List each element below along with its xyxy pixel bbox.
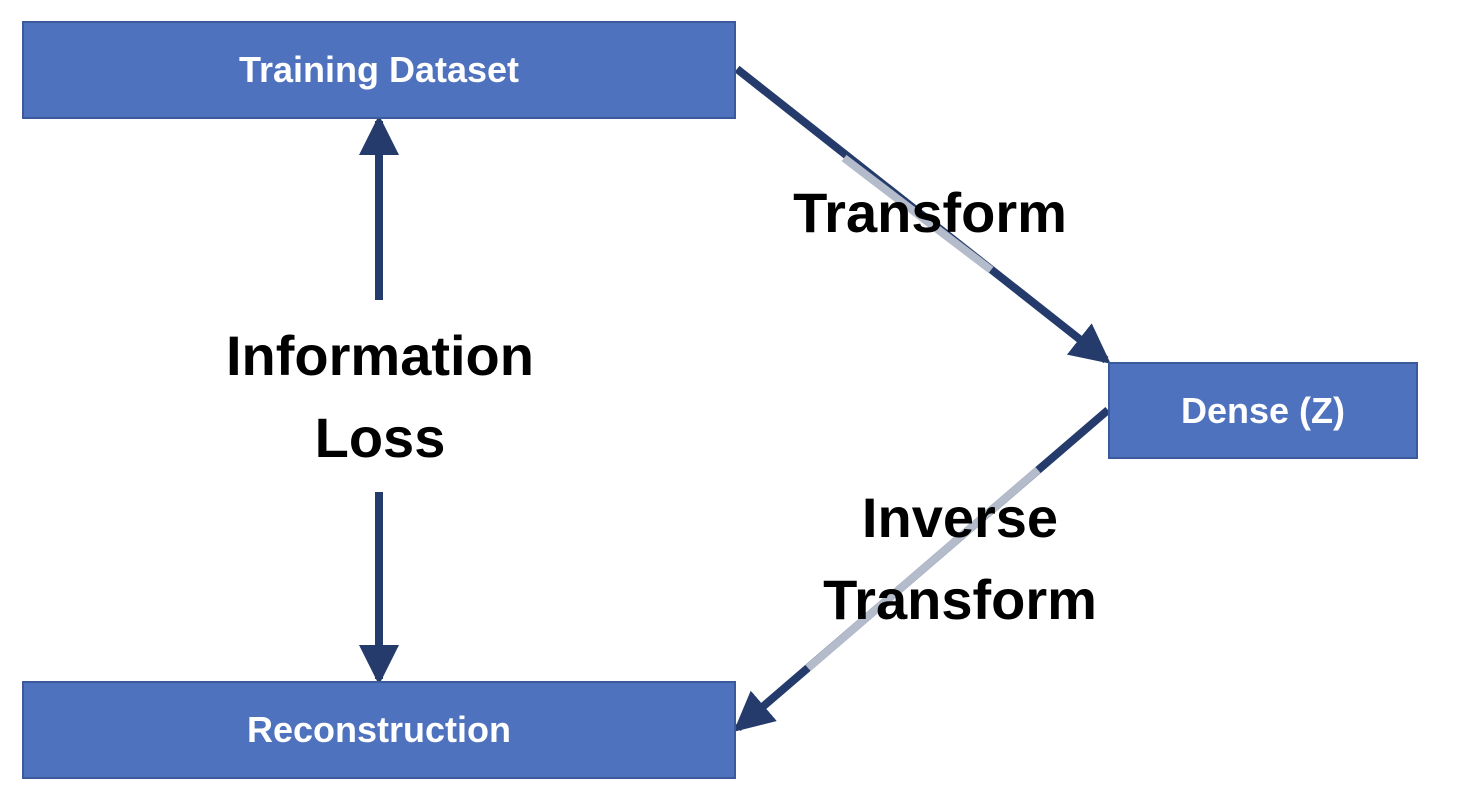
information-loss-label-line-1: Information [226, 324, 534, 387]
inverse-transform-label-line-1: Inverse [861, 486, 1059, 549]
inverse-transform-arrow-faded-segment [805, 466, 1041, 672]
dense-z-box: Dense (Z) [1108, 362, 1418, 459]
training-dataset-box: Training Dataset [22, 21, 736, 119]
information-loss-label-line-2: Loss [314, 406, 446, 469]
dense-z-label: Dense (Z) [1180, 389, 1346, 431]
reconstruction-box: Reconstruction [22, 681, 736, 779]
training-dataset-label: Training Dataset [238, 49, 520, 90]
transform-arrow-faded-segment [841, 154, 994, 274]
inverse-transform-label-line-2: Transform [823, 568, 1097, 631]
reconstruction-label: Reconstruction [246, 709, 512, 750]
transform-label: Transform [793, 181, 1067, 244]
